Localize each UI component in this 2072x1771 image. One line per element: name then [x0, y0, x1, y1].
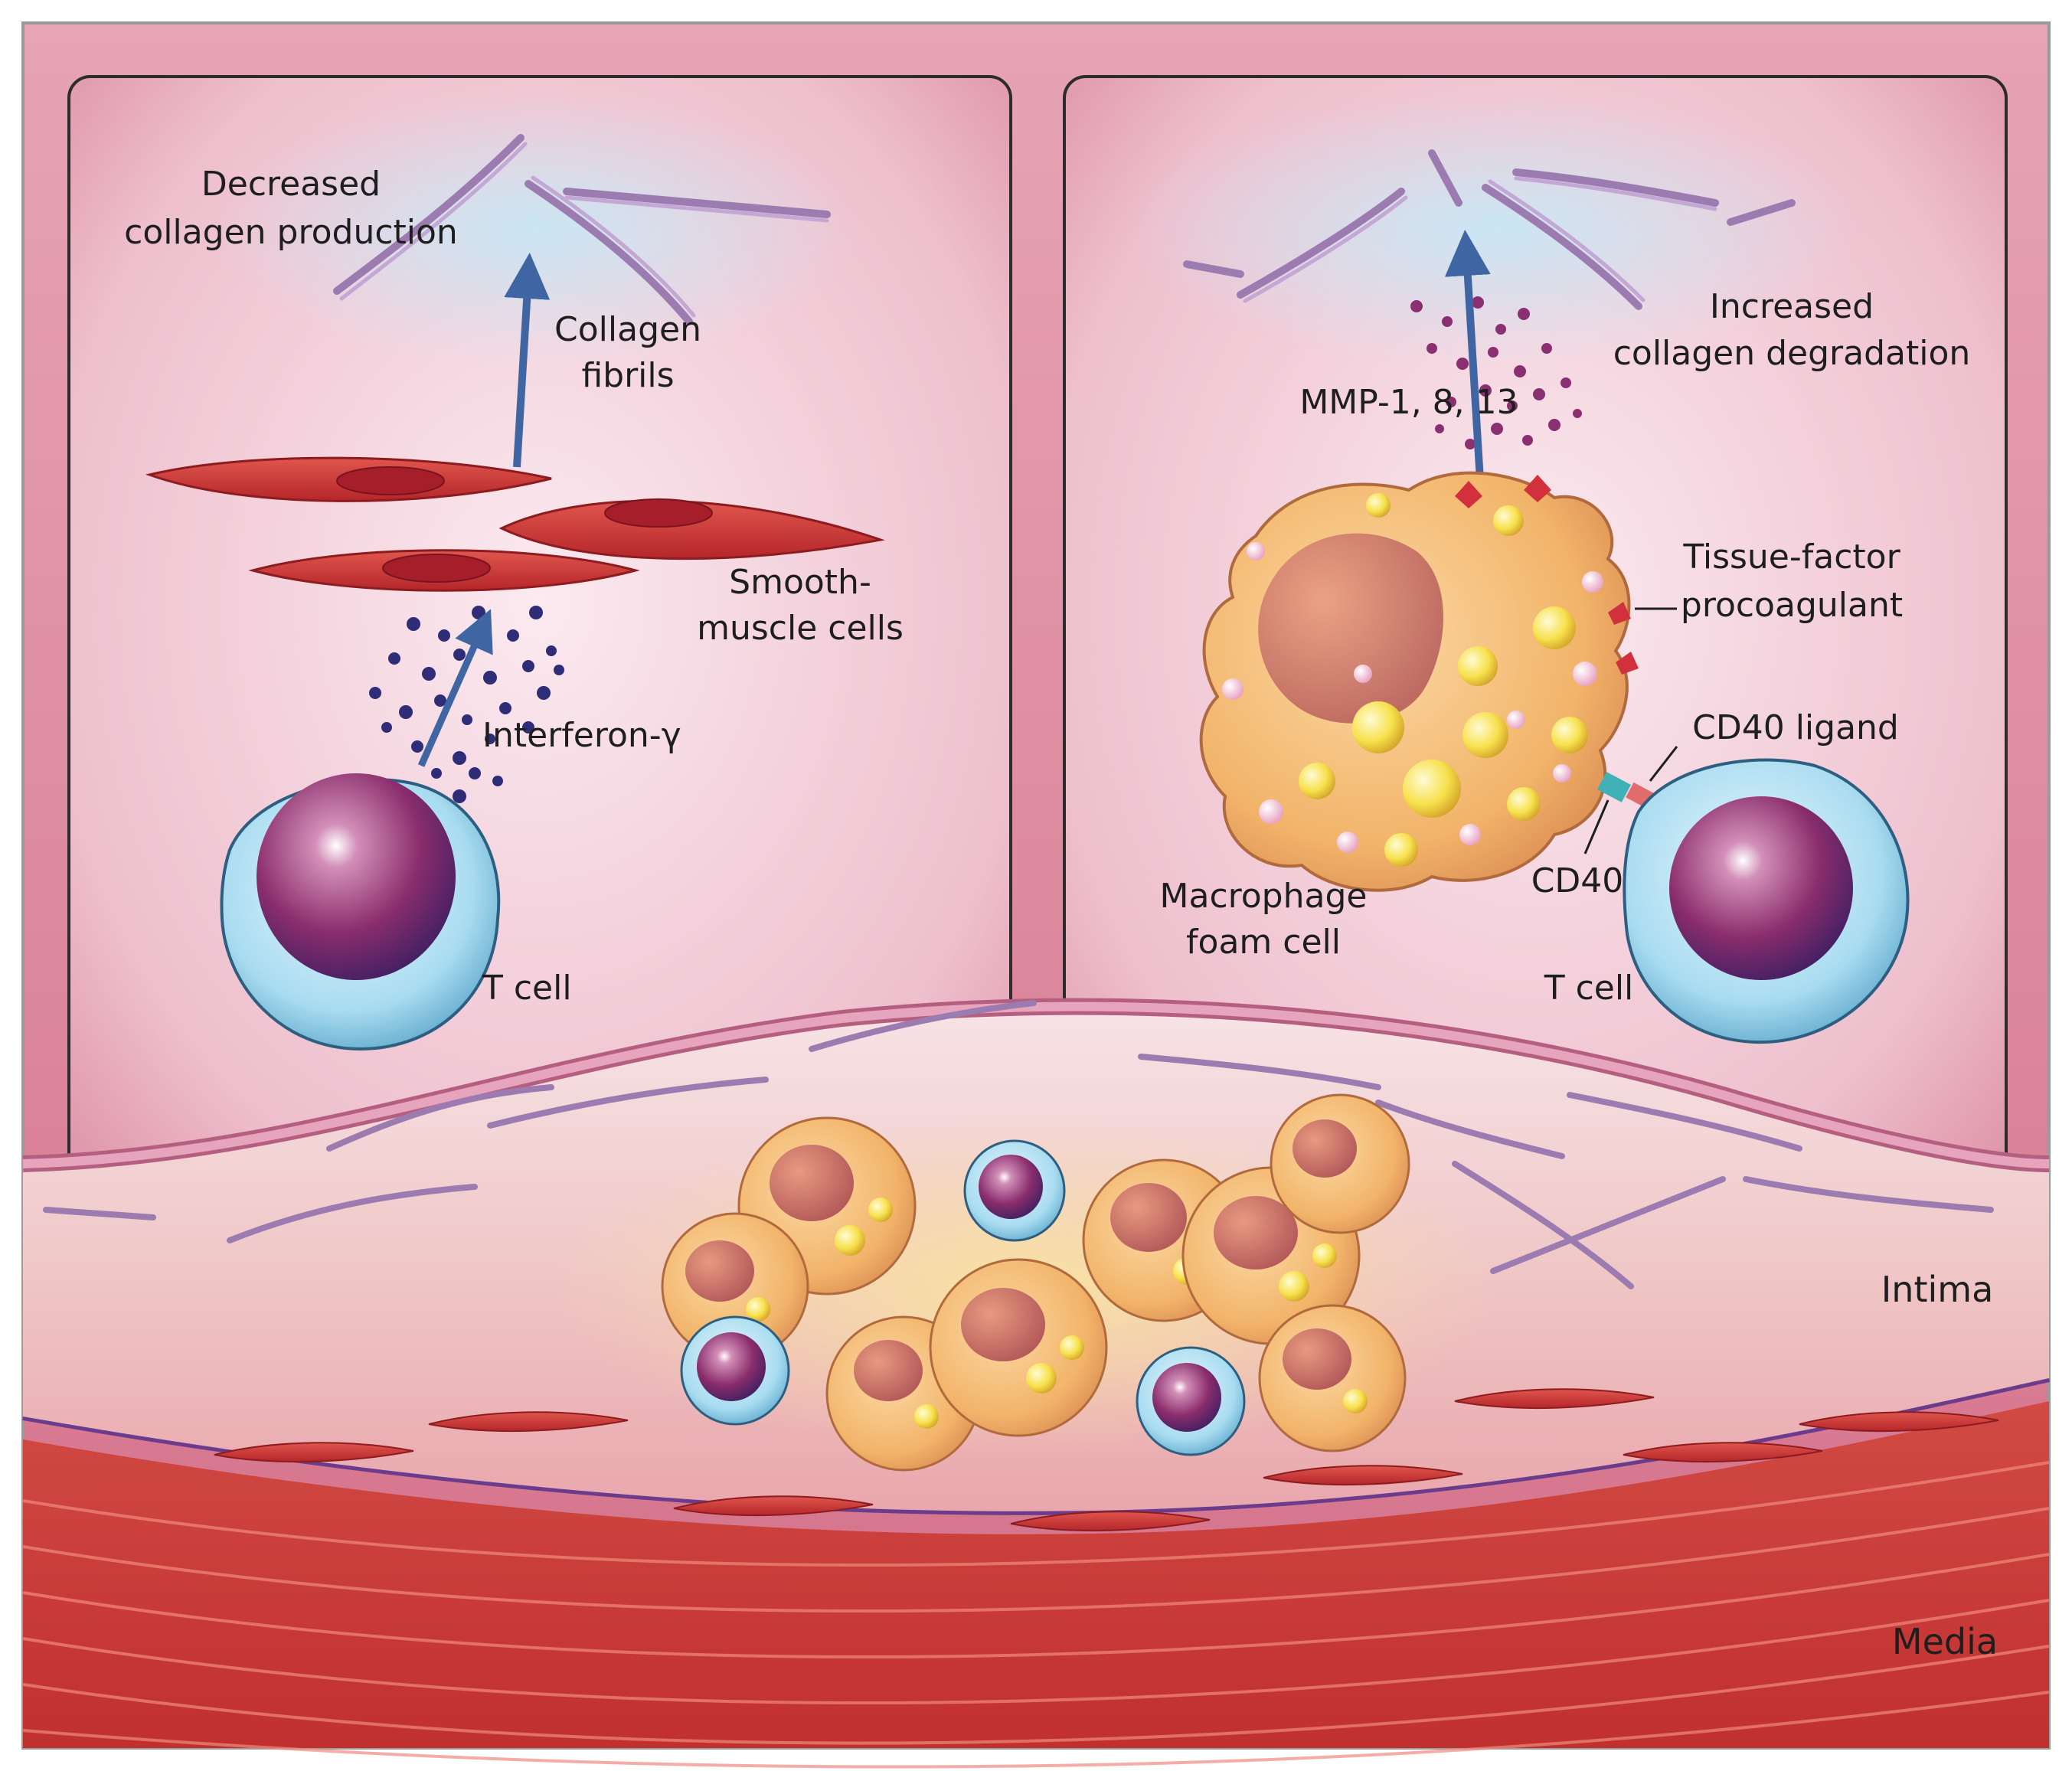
left-blue-glow [214, 92, 858, 368]
left-t-cell [220, 773, 501, 1051]
smooth-muscle-nucleus [336, 466, 445, 495]
plaque-t-cells [680, 1139, 1246, 1456]
label-cd40-ligand: CD40 ligand [1692, 708, 1899, 747]
label-increased-collagen-line1: Increased [1710, 287, 1874, 326]
label-smooth-muscle-line2: muscle cells [697, 609, 904, 648]
plaque-foam-cell [1270, 1093, 1410, 1234]
label-tissue-factor-line2: procoagulant [1681, 586, 1903, 625]
mmp-molecules [1410, 296, 1582, 449]
label-interferon-gamma: Interferon-γ [482, 716, 681, 755]
left-panel: Decreased collagen production Collagen f… [67, 75, 1012, 1250]
smooth-muscle-nucleus [382, 554, 491, 583]
smooth-muscle-nucleus [604, 498, 713, 528]
label-tissue-factor-line1: Tissue-factor [1682, 538, 1900, 577]
plaque-foam-cell [929, 1258, 1108, 1437]
label-increased-collagen-line2: collagen degradation [1613, 334, 1971, 373]
label-cd40: CD40 [1531, 861, 1624, 900]
artery-wall: Intima Media [22, 998, 2051, 1769]
label-macrophage-line1: Macrophage [1160, 877, 1368, 916]
intima-smooth-muscle [214, 1388, 1999, 1532]
interferon-arrow [417, 609, 493, 767]
label-intima: Intima [1881, 1269, 1994, 1310]
label-collagen-fibrils-line2: fibrils [581, 356, 674, 395]
right-blue-glow [1126, 92, 1861, 368]
plaque-t-cell [680, 1315, 790, 1426]
right-collagen-fragments [1183, 149, 1796, 310]
mmp-arrow [1444, 230, 1491, 506]
plaque-t-cell [1136, 1346, 1246, 1456]
label-smooth-muscle-line1: Smooth- [729, 563, 871, 602]
plaque-foam-cell [1258, 1304, 1407, 1452]
label-right-t-cell: T cell [1544, 969, 1634, 1008]
smooth-muscle-cell [498, 499, 885, 560]
tissue-factor-markers [1455, 475, 1639, 675]
label-media: Media [1892, 1621, 1998, 1662]
right-panel: Increased collagen degradation MMP-1, 8,… [1063, 75, 2008, 1250]
label-left-t-cell: T cell [482, 969, 572, 1008]
plaque-t-cell [963, 1139, 1066, 1242]
plaque-foam-cell [661, 1212, 809, 1361]
label-macrophage-line2: foam cell [1186, 923, 1341, 962]
intima-collagen [43, 1000, 1994, 1289]
collagen-arrow [504, 253, 551, 468]
right-t-cell [1623, 758, 1910, 1044]
media-layer [23, 1401, 2049, 1748]
label-decreased-collagen-line2: collagen production [124, 213, 458, 252]
media-muscle-texture [22, 1461, 2050, 1769]
plaque-foam-cells [661, 1093, 1410, 1472]
label-decreased-collagen-line1: Decreased [201, 165, 381, 204]
cd40-ligand-leader [1649, 746, 1678, 782]
label-collagen-fibrils-line1: Collagen [554, 310, 701, 349]
right-macrophage-foam-cell [1199, 471, 1631, 892]
cd40-leader [1583, 799, 1610, 854]
left-collagen-fibrils [333, 134, 831, 325]
left-smooth-muscle-cells [145, 456, 885, 592]
label-mmp: MMP-1, 8, 13 [1299, 383, 1518, 422]
cd40-receptor [1597, 772, 1631, 802]
